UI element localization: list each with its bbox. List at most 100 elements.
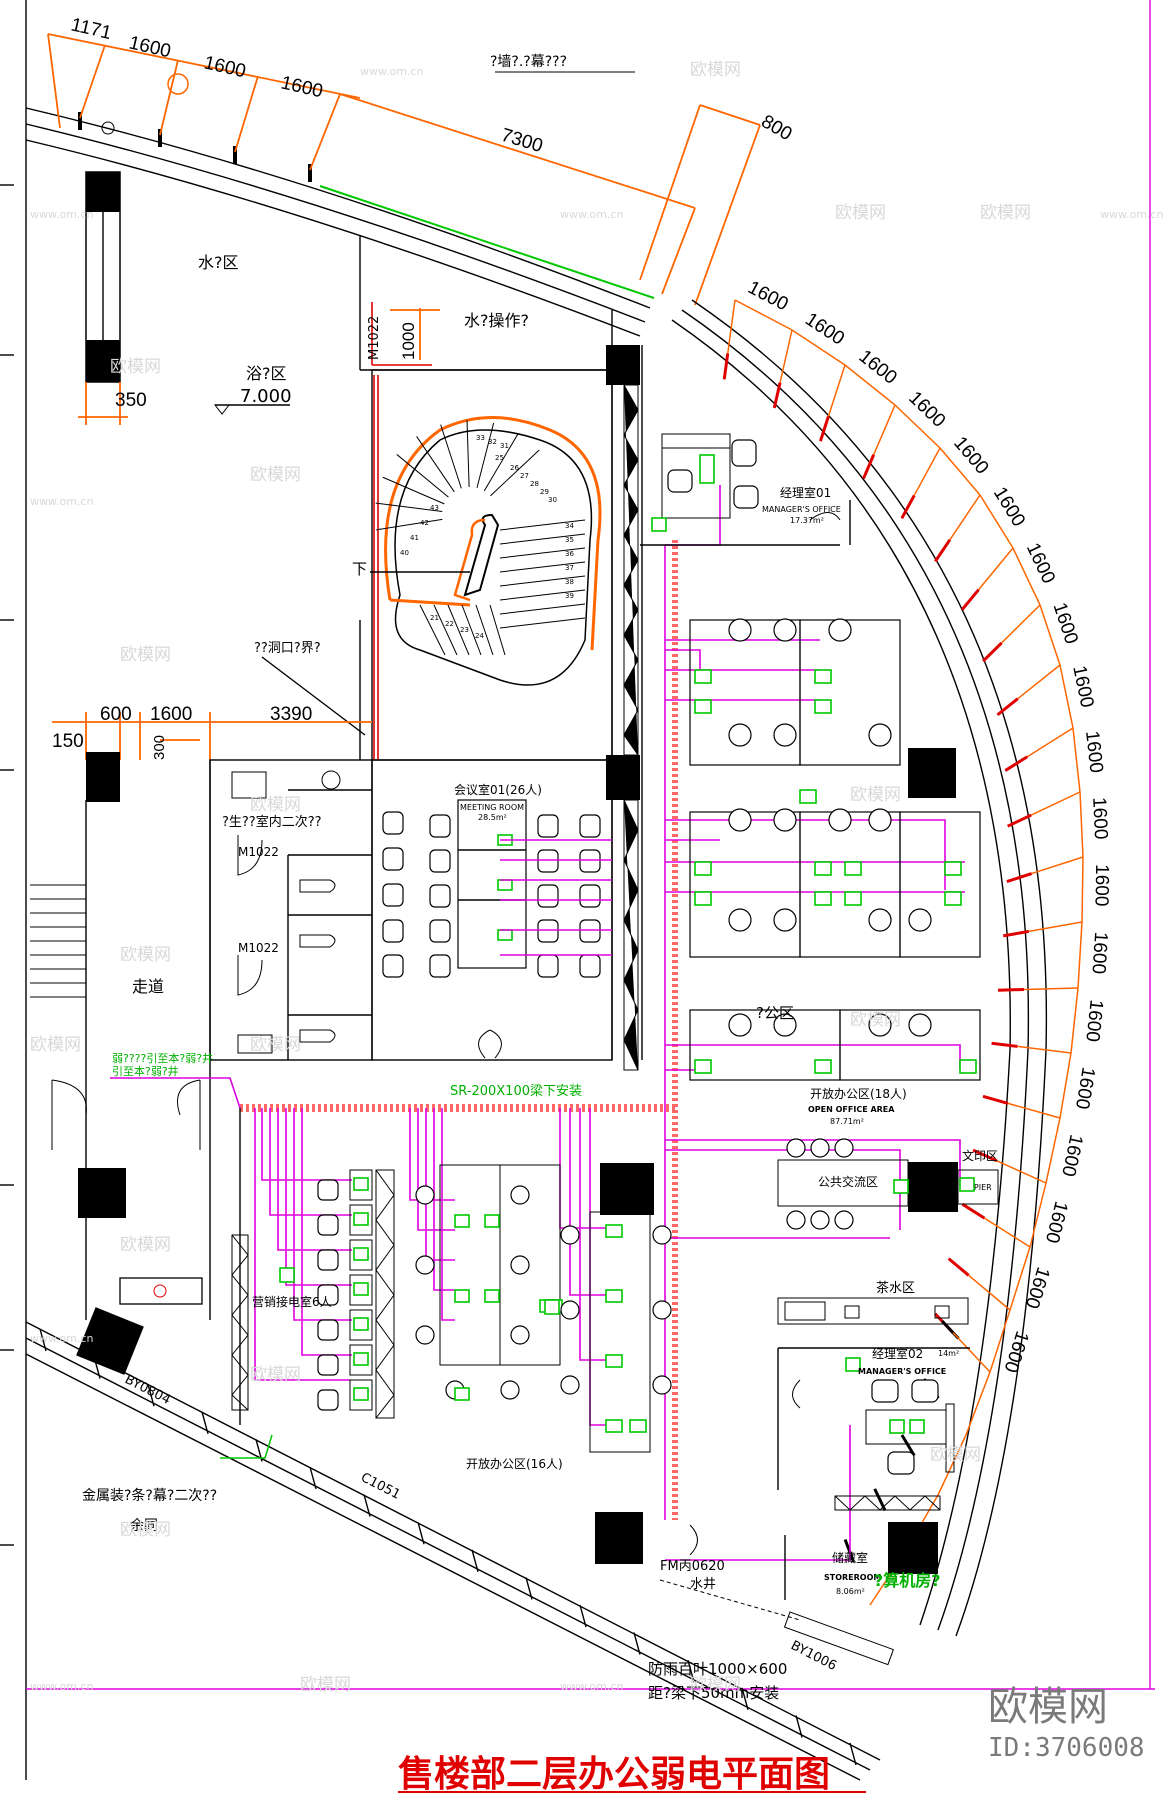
top-note: ?墙?.?幕???: [490, 54, 567, 70]
sales-chair: [317, 1389, 339, 1411]
arc-dim-label: 1600: [1071, 1066, 1099, 1111]
watermark-text: 欧模网: [850, 785, 901, 805]
data-outlet: [844, 861, 862, 876]
toilet-note: ?生??室内二次??: [222, 814, 322, 830]
arc-dim-label: 1600: [1081, 730, 1106, 774]
louver-label: 防雨百叶1000×600: [648, 1660, 787, 1678]
data-outlet: [694, 1059, 712, 1074]
workstation: [589, 1211, 651, 1453]
watermark-brand: 欧模网: [988, 1684, 1108, 1730]
stair-number: 42: [420, 519, 429, 527]
mullion: [991, 1041, 1018, 1048]
office-chair: [728, 1013, 752, 1037]
computer-room-label: ?算机房?: [874, 1571, 941, 1590]
workstation: [799, 619, 901, 766]
workstation: [349, 1379, 373, 1411]
meeting-chair: [429, 919, 451, 943]
water-area: 350 水?区 浴?区 7.000: [78, 171, 292, 425]
watermark-site: www.om.cn: [1100, 208, 1163, 221]
arc-dimension-chain: 1600160016001600160016001600160016001600…: [726, 277, 1112, 1606]
arc-extension: [968, 1274, 1011, 1311]
arc-dim-label: 1600: [744, 277, 791, 315]
stair-tread: [433, 604, 458, 656]
dim-300: 300: [151, 735, 168, 760]
arc-dim-line: [1072, 727, 1081, 793]
data-outlet: [814, 861, 832, 876]
wiring-run: [417, 1108, 455, 1231]
sales-chair: [317, 1214, 339, 1236]
arc-dim-line: [979, 494, 1014, 549]
stair-tread: [396, 454, 449, 498]
data-outlet: [694, 669, 712, 684]
stair-tread: [375, 502, 443, 512]
stair-tread: [499, 575, 586, 587]
wall-tick: [363, 1494, 371, 1517]
data-outlet: [353, 1317, 369, 1331]
meeting-area: 28.5m²: [478, 813, 507, 822]
open-office: ?公区 开放办公区(18人) OPEN OFFICE AREA 87.71m²: [651, 454, 981, 1126]
stair-tread: [499, 561, 586, 573]
office-chair: [868, 908, 892, 932]
manager1-en: MANAGER'S OFFICE: [762, 505, 841, 514]
stair-number: 25: [495, 454, 504, 462]
data-outlet: [909, 1419, 925, 1434]
open-office2-label: 开放办公区(16人): [466, 1456, 563, 1471]
arc-dim-line: [1029, 1182, 1047, 1248]
meeting-chair: [382, 847, 404, 871]
dim-600: 600: [100, 704, 132, 725]
data-outlet: [279, 1267, 295, 1283]
data-outlet: [353, 1247, 369, 1261]
round-chair: [786, 1210, 806, 1230]
stair-tread: [416, 436, 455, 493]
data-outlet: [944, 891, 962, 906]
mullion: [1002, 929, 1030, 938]
office-chair: [868, 1013, 892, 1037]
round-chair: [560, 1225, 580, 1245]
workstation: [349, 1274, 373, 1306]
open-office-cn: 开放办公区(18人): [810, 1086, 907, 1101]
watermark-site: www.om.cn: [560, 1680, 623, 1693]
stair-number: 24: [475, 632, 484, 640]
meeting-chair: [382, 919, 404, 943]
watermark-text: 欧模网: [250, 795, 301, 815]
sales-chair: [317, 1354, 339, 1376]
stair-number: 36: [565, 550, 574, 558]
mullion: [947, 1257, 970, 1277]
arc-extension: [949, 494, 981, 541]
watermark-text: 欧模网: [120, 645, 171, 665]
data-outlet: [454, 1214, 470, 1228]
stair-number: 22: [445, 620, 454, 628]
arc-dim-line: [1009, 1246, 1031, 1311]
stair-tread: [499, 547, 586, 559]
meeting-chair: [429, 849, 451, 873]
office-chair: [828, 808, 852, 832]
round-chair: [652, 1375, 672, 1395]
data-outlet: [959, 1177, 975, 1192]
watermark-text: 欧模网: [690, 1675, 741, 1695]
cable-note-2: 引至本?弱?井: [112, 1064, 179, 1078]
storage-en: STOREROOM: [824, 1573, 881, 1582]
workstation: [689, 811, 801, 958]
stair-tread: [489, 604, 506, 656]
round-chair: [560, 1375, 580, 1395]
down-label: 下: [352, 560, 367, 578]
stair-number: 29: [540, 488, 549, 496]
data-outlet: [893, 1179, 909, 1194]
office-chair: [773, 1013, 797, 1037]
sales-chair: [317, 1249, 339, 1271]
arc-extension: [1017, 664, 1061, 700]
stair-tread: [499, 589, 586, 601]
data-outlet: [605, 1224, 623, 1238]
storage-cn: 储藏室: [832, 1550, 868, 1565]
remain-label: 余同: [130, 1517, 158, 1534]
office-chair: [728, 723, 752, 747]
stair-number: 34: [565, 522, 574, 530]
meeting-chair: [429, 814, 451, 838]
meeting-chair: [537, 814, 559, 838]
data-outlet: [889, 1419, 905, 1434]
mullion: [1004, 755, 1029, 772]
mullion: [722, 353, 730, 380]
arc-dim-line: [989, 1309, 1011, 1373]
door-m1022-b: M1022: [238, 941, 279, 955]
arc-extension: [983, 1217, 1031, 1248]
